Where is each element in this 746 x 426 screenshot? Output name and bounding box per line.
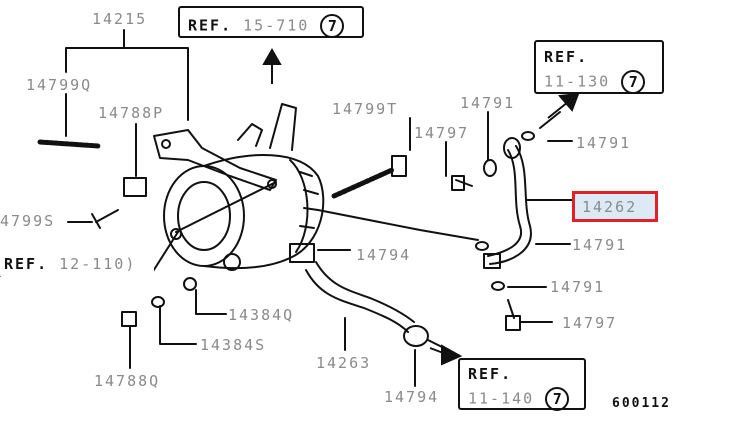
arrow-11130 — [547, 101, 569, 119]
ref-box-15-710[interactable]: REF. 15-710 7 — [178, 6, 364, 38]
clamp-14794-bottom — [403, 325, 429, 347]
bolt-14799q — [37, 139, 101, 149]
clamp-14794-mid — [289, 243, 315, 263]
leader-14384s — [159, 305, 197, 345]
label-14799s: 4799S — [0, 212, 56, 230]
ref-word: REF. — [4, 255, 49, 273]
label-14797-low: 14797 — [562, 314, 618, 332]
label-14215: 14215 — [92, 10, 148, 28]
leader-14384q — [195, 289, 227, 315]
ref-number: 12-110) — [59, 255, 137, 273]
label-14788p: 14788P — [98, 104, 165, 122]
label-14797-top: 14797 — [414, 124, 470, 142]
ref-number: 11-140 — [468, 389, 535, 408]
ref-number: 11-130 — [544, 72, 611, 91]
bolt-14799t — [331, 167, 395, 199]
label-14384q: 14384Q — [228, 306, 295, 324]
washer-14384s — [151, 296, 165, 308]
ref-box-11-140[interactable]: REF. 11-140 7 — [458, 358, 586, 411]
ref-circle-number: 7 — [545, 387, 570, 411]
nut-14384q — [183, 277, 197, 291]
ref-box-11-130[interactable]: REF. 11-130 7 — [534, 40, 664, 94]
pipe-14262 — [487, 149, 523, 257]
label-14263: 14263 — [316, 354, 372, 372]
label-14791-low: 14791 — [550, 278, 606, 296]
ref-word: REF. — [544, 48, 589, 66]
leader-14215 — [65, 29, 189, 121]
label-14799t: 14799T — [332, 100, 399, 118]
ref-circle-number: 7 — [621, 70, 646, 94]
ref-number: 15-710 — [243, 16, 310, 35]
figure-number: 600112 — [612, 396, 671, 411]
label-14788q: 14788Q — [94, 372, 161, 390]
alternator — [153, 103, 325, 271]
bolt-14799s — [91, 209, 119, 229]
label-14794-bottom: 14794 — [384, 388, 440, 406]
hose-14263 — [305, 269, 409, 333]
ref-word: REF. — [468, 365, 513, 383]
label-14791-right: 14791 — [576, 134, 632, 152]
ref-circle-number: 7 — [320, 14, 345, 38]
label-14794-mid: 14794 — [356, 246, 412, 264]
label-14791-mid: 14791 — [572, 236, 628, 254]
highlight-14262[interactable]: 14262 — [572, 191, 658, 222]
ref-box-12-110[interactable]: REF. 12-110) — [0, 252, 154, 278]
ref-word: REF. — [188, 16, 233, 35]
label-14262: 14262 — [582, 198, 638, 216]
label-14799q: 14799Q — [26, 76, 93, 94]
label-14791-top: 14791 — [460, 94, 516, 112]
label-14384s: 14384S — [200, 336, 267, 354]
nut-14788q — [121, 311, 137, 327]
bolt-14799s-long — [175, 181, 277, 233]
